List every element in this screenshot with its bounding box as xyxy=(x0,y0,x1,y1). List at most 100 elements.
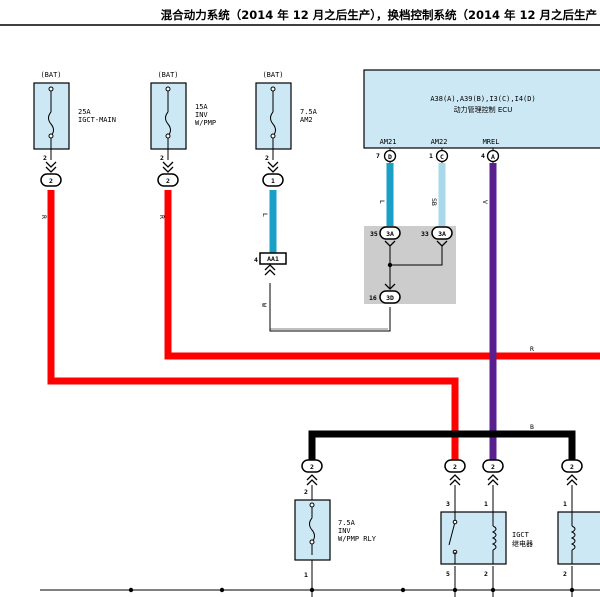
page-title: 混合动力系统（2014 年 12 月之后生产），换档控制系统（2014 年 12… xyxy=(161,8,597,22)
fuse-rating: 15A xyxy=(195,103,208,111)
fuse-icon xyxy=(309,517,315,543)
terminal-conn-mrel: A xyxy=(491,153,495,161)
ecu-connectors: A38(A),A39(B),I3(C),I4(D) xyxy=(430,95,535,103)
terminal-conn-am21: D xyxy=(388,153,392,161)
bottom-bus-splices xyxy=(128,587,575,593)
connector-oval xyxy=(262,173,284,187)
terminal-name-mrel: MREL xyxy=(483,138,500,146)
relay-pin-3: 3 xyxy=(446,500,450,508)
relay2-pin-2: 2 xyxy=(563,570,567,578)
fuse-inv-wpmp-rly: 2 7.5A INV W/PMP RLY 1 xyxy=(294,488,377,579)
coil-icon xyxy=(491,525,497,551)
ecu-title: 动力管理控制 ECU xyxy=(454,105,513,114)
junction-code-16: 3D xyxy=(386,294,394,302)
splice-dot xyxy=(387,262,393,268)
fuse-name: INV xyxy=(338,527,351,535)
connector-number: 1 xyxy=(271,177,275,185)
chevron-up-icon xyxy=(449,474,461,486)
ecu-box: A38(A),A39(B),I3(C),I4(D) 动力管理控制 ECU AM2… xyxy=(363,69,600,163)
chevron-up-icon xyxy=(306,474,318,486)
wire-label-l: L xyxy=(261,213,269,217)
fuse-igct-main: (BAT) 25A IGCT-MAIN 2 xyxy=(33,71,116,162)
fuse-name: AM2 xyxy=(300,116,313,124)
aa1-box xyxy=(259,252,287,265)
junction-pin-33: 33 xyxy=(421,230,429,238)
aa1-label: AA1 xyxy=(267,255,279,263)
fuse-inv-wpmp: (BAT) 15A INV W/PMP 2 xyxy=(150,71,216,162)
connector-chevron-icon xyxy=(45,161,57,173)
relay-name-2: 继电器 xyxy=(512,539,533,548)
aa1-pin: 4 xyxy=(254,256,258,264)
fuse-pin: 2 xyxy=(265,154,269,162)
wire-black-bus xyxy=(308,430,576,460)
fuse-rating: 7.5A xyxy=(300,108,318,116)
junction-code-33: 3A xyxy=(438,230,446,238)
connector-number: 2 xyxy=(166,177,170,185)
fuse-icon xyxy=(270,111,276,137)
fuse-rating: 25A xyxy=(78,108,91,116)
fuse-pin: 2 xyxy=(160,154,164,162)
terminal-name-am21: AM21 xyxy=(380,138,397,146)
junction-pin-16: 16 xyxy=(369,294,377,302)
wire-label-r1: R xyxy=(40,215,48,219)
bottom-connectors: 2 2 2 2 xyxy=(301,459,583,512)
relay-box xyxy=(440,511,507,565)
fuse-pin-bottom: 1 xyxy=(304,571,308,579)
relay-pin-1: 1 xyxy=(484,500,488,508)
fuse-source-label: (BAT) xyxy=(262,71,283,79)
connector-oval xyxy=(157,173,179,187)
bottom-conn-3: 2 xyxy=(491,463,495,471)
relay2-pin-1: 1 xyxy=(563,500,567,508)
bottom-conn-1: 2 xyxy=(310,463,314,471)
fuse-source-label: (BAT) xyxy=(157,71,178,79)
fuse-am2: (BAT) 7.5A AM2 2 xyxy=(255,71,318,162)
fuse-rating: 7.5A xyxy=(338,519,356,527)
fuse-name-2: W/PMP xyxy=(195,119,216,127)
wire-label-w: W xyxy=(260,303,268,307)
terminal-conn-am22: C xyxy=(440,153,444,161)
coil-icon xyxy=(570,525,576,551)
fuse-icon xyxy=(48,111,54,137)
wire-label-ecu-l: L xyxy=(378,200,386,204)
junction-connector: 35 3A 33 3A 16 3D xyxy=(364,226,456,304)
connector-chevron-icon xyxy=(267,161,279,173)
bottom-conn-4: 2 xyxy=(570,463,574,471)
chevron-up-icon xyxy=(487,474,499,486)
connector-chevron-icon xyxy=(162,161,174,173)
wire-label-r-horizontal: R xyxy=(530,345,534,353)
relay-right: 1 2 xyxy=(557,500,600,578)
fuse-name: IGCT-MAIN xyxy=(78,116,116,124)
fuse-source-label: (BAT) xyxy=(40,71,61,79)
fuse-name: INV xyxy=(195,111,208,119)
fuse-pin: 2 xyxy=(43,154,47,162)
junction-code-35: 3A xyxy=(386,230,394,238)
wire-label-r2: R xyxy=(158,215,166,219)
switch-icon xyxy=(448,521,456,546)
wire-white-aa1-inner xyxy=(269,283,388,330)
terminal-pin-am21: 7 xyxy=(376,152,380,160)
fuse-pin-top: 2 xyxy=(304,488,308,496)
chevron-up-icon xyxy=(566,474,578,486)
aa1-chevron-icon xyxy=(264,264,276,276)
fuse-name-2: W/PMP RLY xyxy=(338,535,377,543)
ecu-body xyxy=(363,69,600,149)
relay-name: IGCT xyxy=(512,531,530,539)
relay-igct: 3 1 5 2 IGCT 继电器 xyxy=(440,500,533,578)
terminal-name-am22: AM22 xyxy=(431,138,448,146)
fuse-connectors: 2 2 1 xyxy=(40,161,284,187)
connector-number: 2 xyxy=(49,177,53,185)
wire-label-b-horizontal: B xyxy=(530,423,534,431)
wire-label-ecu-sb: SB xyxy=(430,198,438,206)
bottom-conn-2: 2 xyxy=(453,463,457,471)
fuse-icon xyxy=(165,111,171,137)
relay-pin-2: 2 xyxy=(484,570,488,578)
wire-red-igct-main xyxy=(47,190,459,460)
relay-pin-5: 5 xyxy=(446,570,450,578)
wire-red-inv-wpmp xyxy=(164,190,600,360)
terminal-pin-am22: 1 xyxy=(429,152,433,160)
relay2-box xyxy=(557,511,600,565)
connector-oval xyxy=(40,173,62,187)
terminal-pin-mrel: 4 xyxy=(481,152,485,160)
connector-aa1: 4 AA1 xyxy=(254,252,287,276)
